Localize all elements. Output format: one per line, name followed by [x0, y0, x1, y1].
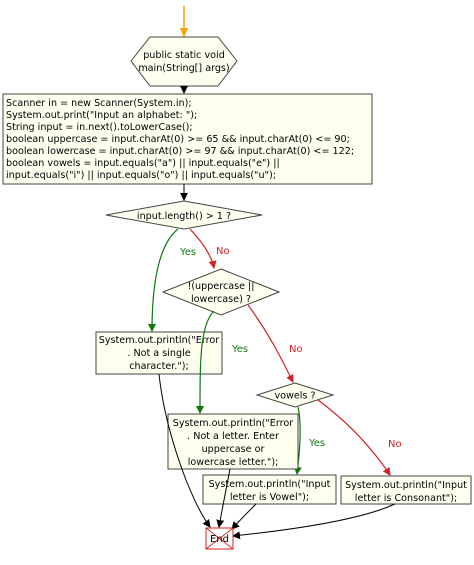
error-single-line-2: . Not a single: [127, 348, 190, 359]
error-single-line-1: System.out.println("Error: [99, 335, 219, 346]
vowel-line-2: letter is Vowel");: [230, 492, 309, 503]
edge-cond2-no: [247, 304, 294, 383]
error-letter-line-4: lowercase letter.");: [188, 457, 279, 468]
edge-single-end: [158, 373, 211, 528]
vowel-line-1: System.out.println("Input: [209, 479, 331, 490]
label-cond3-yes: Yes: [308, 438, 325, 449]
consonant-line-1: System.out.println("Input: [345, 480, 467, 491]
end-node: End: [205, 527, 234, 550]
start-line-1: public static void: [143, 50, 225, 61]
label-cond3-no: No: [388, 439, 402, 450]
edge-cond3-no: [317, 399, 391, 476]
init-line-1: Scanner in = new Scanner(System.in);: [6, 98, 192, 109]
error-letter-line-1: System.out.println("Error: [173, 418, 293, 429]
decision-length-text: input.length() > 1 ?: [137, 211, 231, 222]
end-label: End: [210, 534, 229, 545]
decision-letter-line-1: !(uppercase ||: [187, 281, 254, 292]
label-cond2-yes: Yes: [231, 344, 248, 355]
decision-letter-line-2: lowercase) ?: [191, 294, 251, 305]
init-line-6: boolean vowels = input.equals("a") || in…: [6, 158, 280, 169]
start-line-2: main(String[] args): [138, 63, 229, 74]
label-cond2-no: No: [289, 344, 303, 355]
error-letter-line-3: uppercase or: [202, 444, 265, 455]
edge-cond1-no: [189, 228, 217, 269]
init-line-4: boolean uppercase = input.charAt(0) >= 6…: [6, 134, 350, 145]
label-cond1-yes: Yes: [179, 247, 196, 258]
decision-vowels: vowels ?: [255, 382, 335, 408]
error-single-line-3: character.");: [129, 361, 189, 372]
init-line-7: input.equals("i") || input.equals("o") |…: [6, 170, 276, 181]
init-block: Scanner in = new Scanner(System.in); Sys…: [2, 93, 373, 185]
init-line-5: boolean lowercase = input.charAt(0) >= 9…: [6, 146, 354, 157]
decision-vowels-text: vowels ?: [274, 391, 315, 402]
edge-letter-end: [216, 468, 231, 528]
edge-cond1-yes: [148, 228, 179, 332]
label-cond1-no: No: [216, 246, 230, 257]
init-line-3: String input = in.next().toLowerCase();: [6, 122, 193, 133]
decision-letter: !(uppercase || lowercase) ?: [161, 268, 281, 316]
error-not-letter-box: System.out.println("Error . Not a letter…: [167, 413, 299, 470]
start-node: public static void main(String[] args): [130, 36, 238, 87]
vowel-output-box: System.out.println("Input letter is Vowe…: [202, 474, 337, 505]
edge-cond2-yes: [196, 310, 215, 414]
error-letter-line-2: . Not a letter. Enter: [187, 431, 279, 442]
consonant-output-box: System.out.println("Input letter is Cons…: [340, 475, 472, 505]
edge-vowel-end: [231, 503, 257, 530]
init-line-2: System.out.print("Input an alphabet: ");: [6, 110, 197, 121]
consonant-line-2: letter is Consonant");: [355, 493, 457, 504]
edge-consonant-end: [232, 503, 396, 540]
decision-length: input.length() > 1 ?: [105, 200, 263, 230]
